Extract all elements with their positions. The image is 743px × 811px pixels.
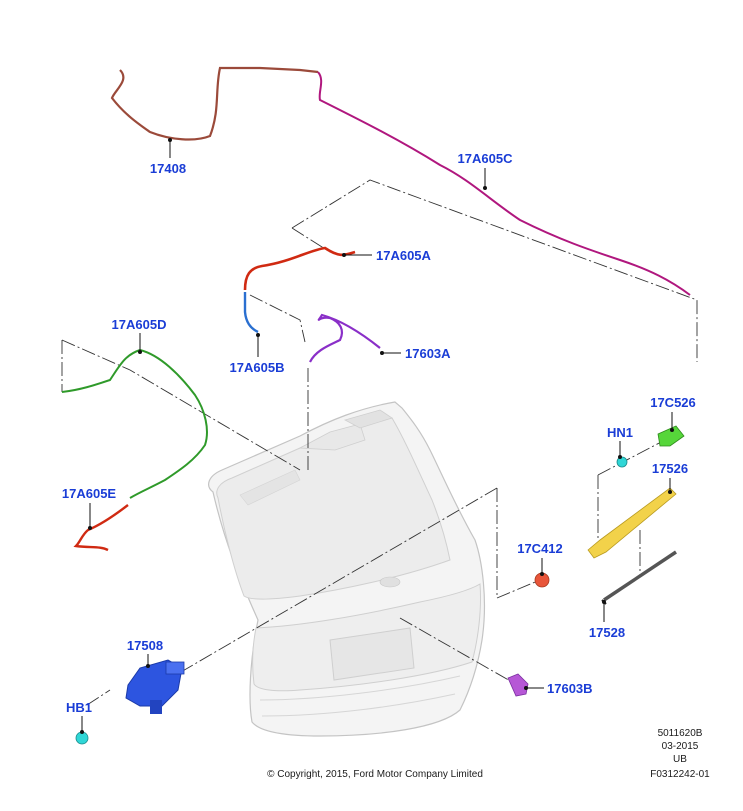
- wiper-blade-17528: [601, 550, 677, 605]
- washer-hose-17A605E: [73, 504, 129, 552]
- callout-17603B: 17603B: [547, 681, 593, 696]
- callout-leaders: [80, 138, 674, 734]
- washer-hose-17603A: [309, 313, 381, 363]
- callout-17A605A: 17A605A: [376, 248, 432, 263]
- liftgate-panel: [208, 401, 486, 737]
- wiper-arm-17526: [587, 487, 677, 559]
- callout-17528: 17528: [589, 625, 625, 640]
- assembly-guide-lines: [61, 179, 698, 706]
- callout-17A605E: 17A605E: [62, 486, 117, 501]
- callout-HN1: HN1: [607, 425, 633, 440]
- callout-17A605B: 17A605B: [230, 360, 285, 375]
- washer-hose-17A605A: [243, 246, 356, 291]
- callout-17508: 17508: [127, 638, 163, 653]
- callout-17A605C: 17A605C: [458, 151, 514, 166]
- wiper-arm-nut-HN1: [616, 456, 628, 468]
- washer-hose-17A605C: [317, 71, 691, 296]
- callout-HB1: HB1: [66, 700, 92, 715]
- illustration-date: 03-2015: [661, 741, 699, 752]
- callout-17A605D: 17A605D: [112, 317, 167, 332]
- wiper-arm-cap-17C526: [657, 425, 685, 447]
- washer-nozzle-17603B: [507, 673, 529, 697]
- washer-hose-17408: [110, 66, 319, 141]
- figure-number: F0312242-01: [650, 769, 710, 780]
- market-code: UB: [673, 754, 687, 765]
- callout-17C526: 17C526: [650, 395, 696, 410]
- rear-wiper-motor-17508: [125, 659, 185, 714]
- washer-hose-17A605D: [61, 348, 208, 499]
- callout-17526: 17526: [652, 461, 688, 476]
- callout-17408: 17408: [150, 161, 186, 176]
- callout-17C412: 17C412: [517, 541, 563, 556]
- copyright-notice: © Copyright, 2015, Ford Motor Company Li…: [267, 769, 483, 780]
- callout-17603A: 17603A: [405, 346, 451, 361]
- illustration-ref: 5011620B: [657, 728, 703, 739]
- washer-hose-17A605B: [243, 292, 259, 334]
